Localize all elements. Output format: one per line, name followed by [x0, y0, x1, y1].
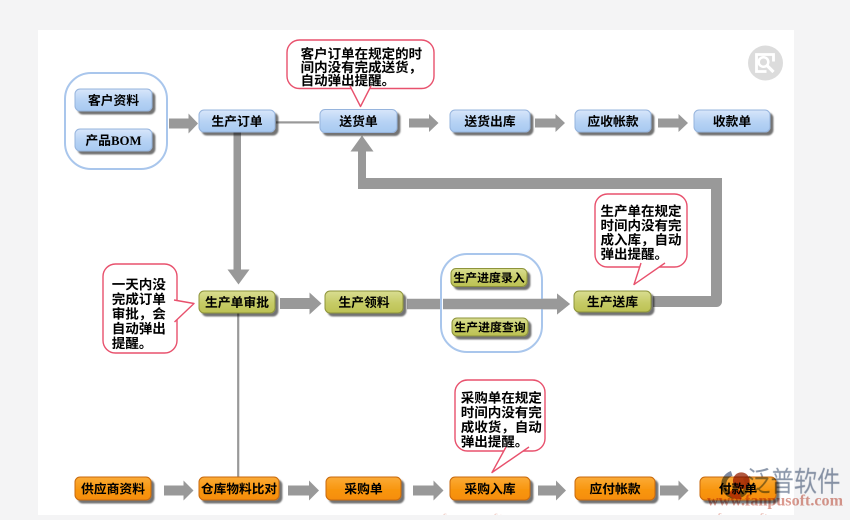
svg-text:www.fanpusoft.com: www.fanpusoft.com	[688, 510, 793, 515]
svg-text:www.fanpusoft.com: www.fanpusoft.com	[707, 493, 843, 510]
